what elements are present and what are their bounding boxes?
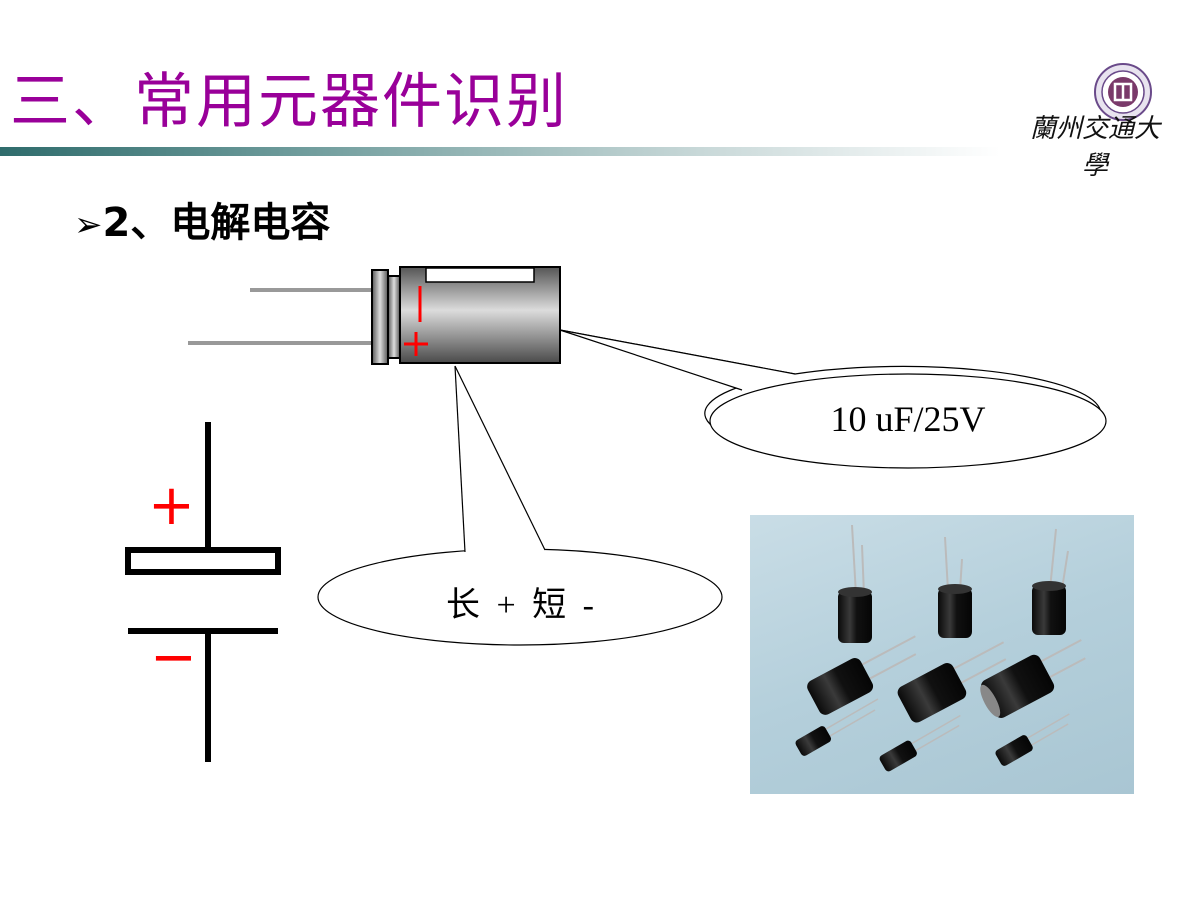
capacitor-laid-1 (807, 635, 917, 715)
symbol-minus-label: − (150, 625, 197, 690)
symbol-plus-label: + (148, 473, 195, 538)
arrow-bullet-icon: ➢ (74, 205, 103, 245)
capacitor-seal (371, 269, 389, 365)
capacitor-symbol (125, 422, 281, 762)
capacitor-small-3 (995, 713, 1070, 766)
polarity-stripe (425, 267, 535, 283)
section-heading: ➢2、电解电容 (74, 190, 330, 248)
capacitors-photo (750, 515, 1134, 794)
slide-title: 三、常用元器件识别 (10, 67, 568, 137)
university-logo (1094, 63, 1152, 121)
section-heading-text: 2、电解电容 (102, 200, 331, 246)
capacitor-laid-3 (980, 639, 1086, 718)
capacitor-upright-3 (1032, 528, 1069, 635)
title-underline-bar (0, 147, 1000, 156)
capacitor-upright-1 (838, 524, 872, 643)
university-name: 蘭州交通大學 (1029, 114, 1160, 181)
capacitor-body (399, 266, 561, 364)
capacitor-small-2 (879, 714, 961, 772)
leads-text: 长 + 短 - (446, 587, 594, 624)
rating-text: 10 uF/25V (830, 399, 986, 439)
capacitor-small-1 (795, 698, 879, 756)
capacitors-photo-image (795, 524, 1086, 772)
capacitor-upright-2 (938, 536, 972, 638)
capacitor-laid-2 (897, 641, 1007, 723)
